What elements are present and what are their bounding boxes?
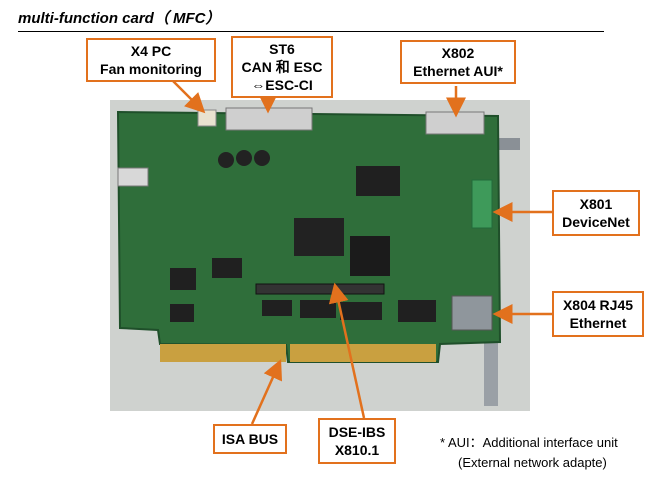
left-header [117,167,149,187]
callout-x4-line2: Fan monitoring [100,61,202,77]
chip-fpga [350,236,390,276]
capacitor-3 [254,150,270,166]
chip-e [262,300,292,316]
x801-connector [471,179,493,229]
callout-isa: ISA BUS [213,424,287,454]
callout-x4: X4 PC Fan monitoring [86,38,216,82]
footnote-line1: * AUI：Additional interface unit [440,435,618,450]
callout-x804: X804 RJ45 Ethernet [552,291,644,337]
callout-x801: X801 DeviceNet [552,190,640,236]
x802-connector [425,111,485,135]
capacitor-1 [218,152,234,168]
callout-x804-line1: X804 RJ45 [562,297,634,313]
callout-x804-line2: Ethernet [569,315,627,331]
footnote-line2: (External network adapte) [458,455,607,470]
dse-ibs-header [255,283,385,295]
chip-a [356,166,400,196]
callout-st6: ST6 CAN 和 ESC ⇔ESC-CI [231,36,333,98]
callout-dse-line2: X810.1 [334,442,380,458]
arrow-isa [250,359,283,425]
callout-x802: X802 Ethernet AUI* [400,40,516,84]
isa-gold-fingers [160,344,286,362]
chip-f [300,300,336,318]
chip-st [294,218,344,256]
callout-x802-line2: Ethernet AUI* [413,63,503,79]
capacitor-2 [236,150,252,166]
chip-h [398,300,436,322]
arrow-dse [328,282,366,419]
callout-isa-line1: ISA BUS [221,431,279,447]
page-title: multi-function card（ MFC） [18,10,221,27]
callout-st6-line2: CAN 和 ESC [241,59,323,75]
x804-rj45-jack [451,295,493,331]
callout-x801-line1: X801 [579,196,613,212]
callout-st6-line1: ST6 [269,41,295,57]
callout-x802-line1: X802 [441,45,475,61]
callout-st6-line3: ⇔ESC-CI [251,77,313,93]
callout-x4-line1: X4 PC [130,43,172,59]
chip-d [170,304,194,322]
st6-connector [225,107,313,131]
title-underline [18,31,604,32]
callout-x801-line2: DeviceNet [562,214,630,230]
isa-gold-fingers-2 [290,344,436,362]
callout-dse: DSE-IBS X810.1 [318,418,396,464]
callout-dse-line1: DSE-IBS [328,424,386,440]
chip-g [340,302,382,320]
chip-b [212,258,242,278]
arrow-x4 [171,79,206,114]
x4-connector [197,109,217,127]
chip-c [170,268,196,290]
